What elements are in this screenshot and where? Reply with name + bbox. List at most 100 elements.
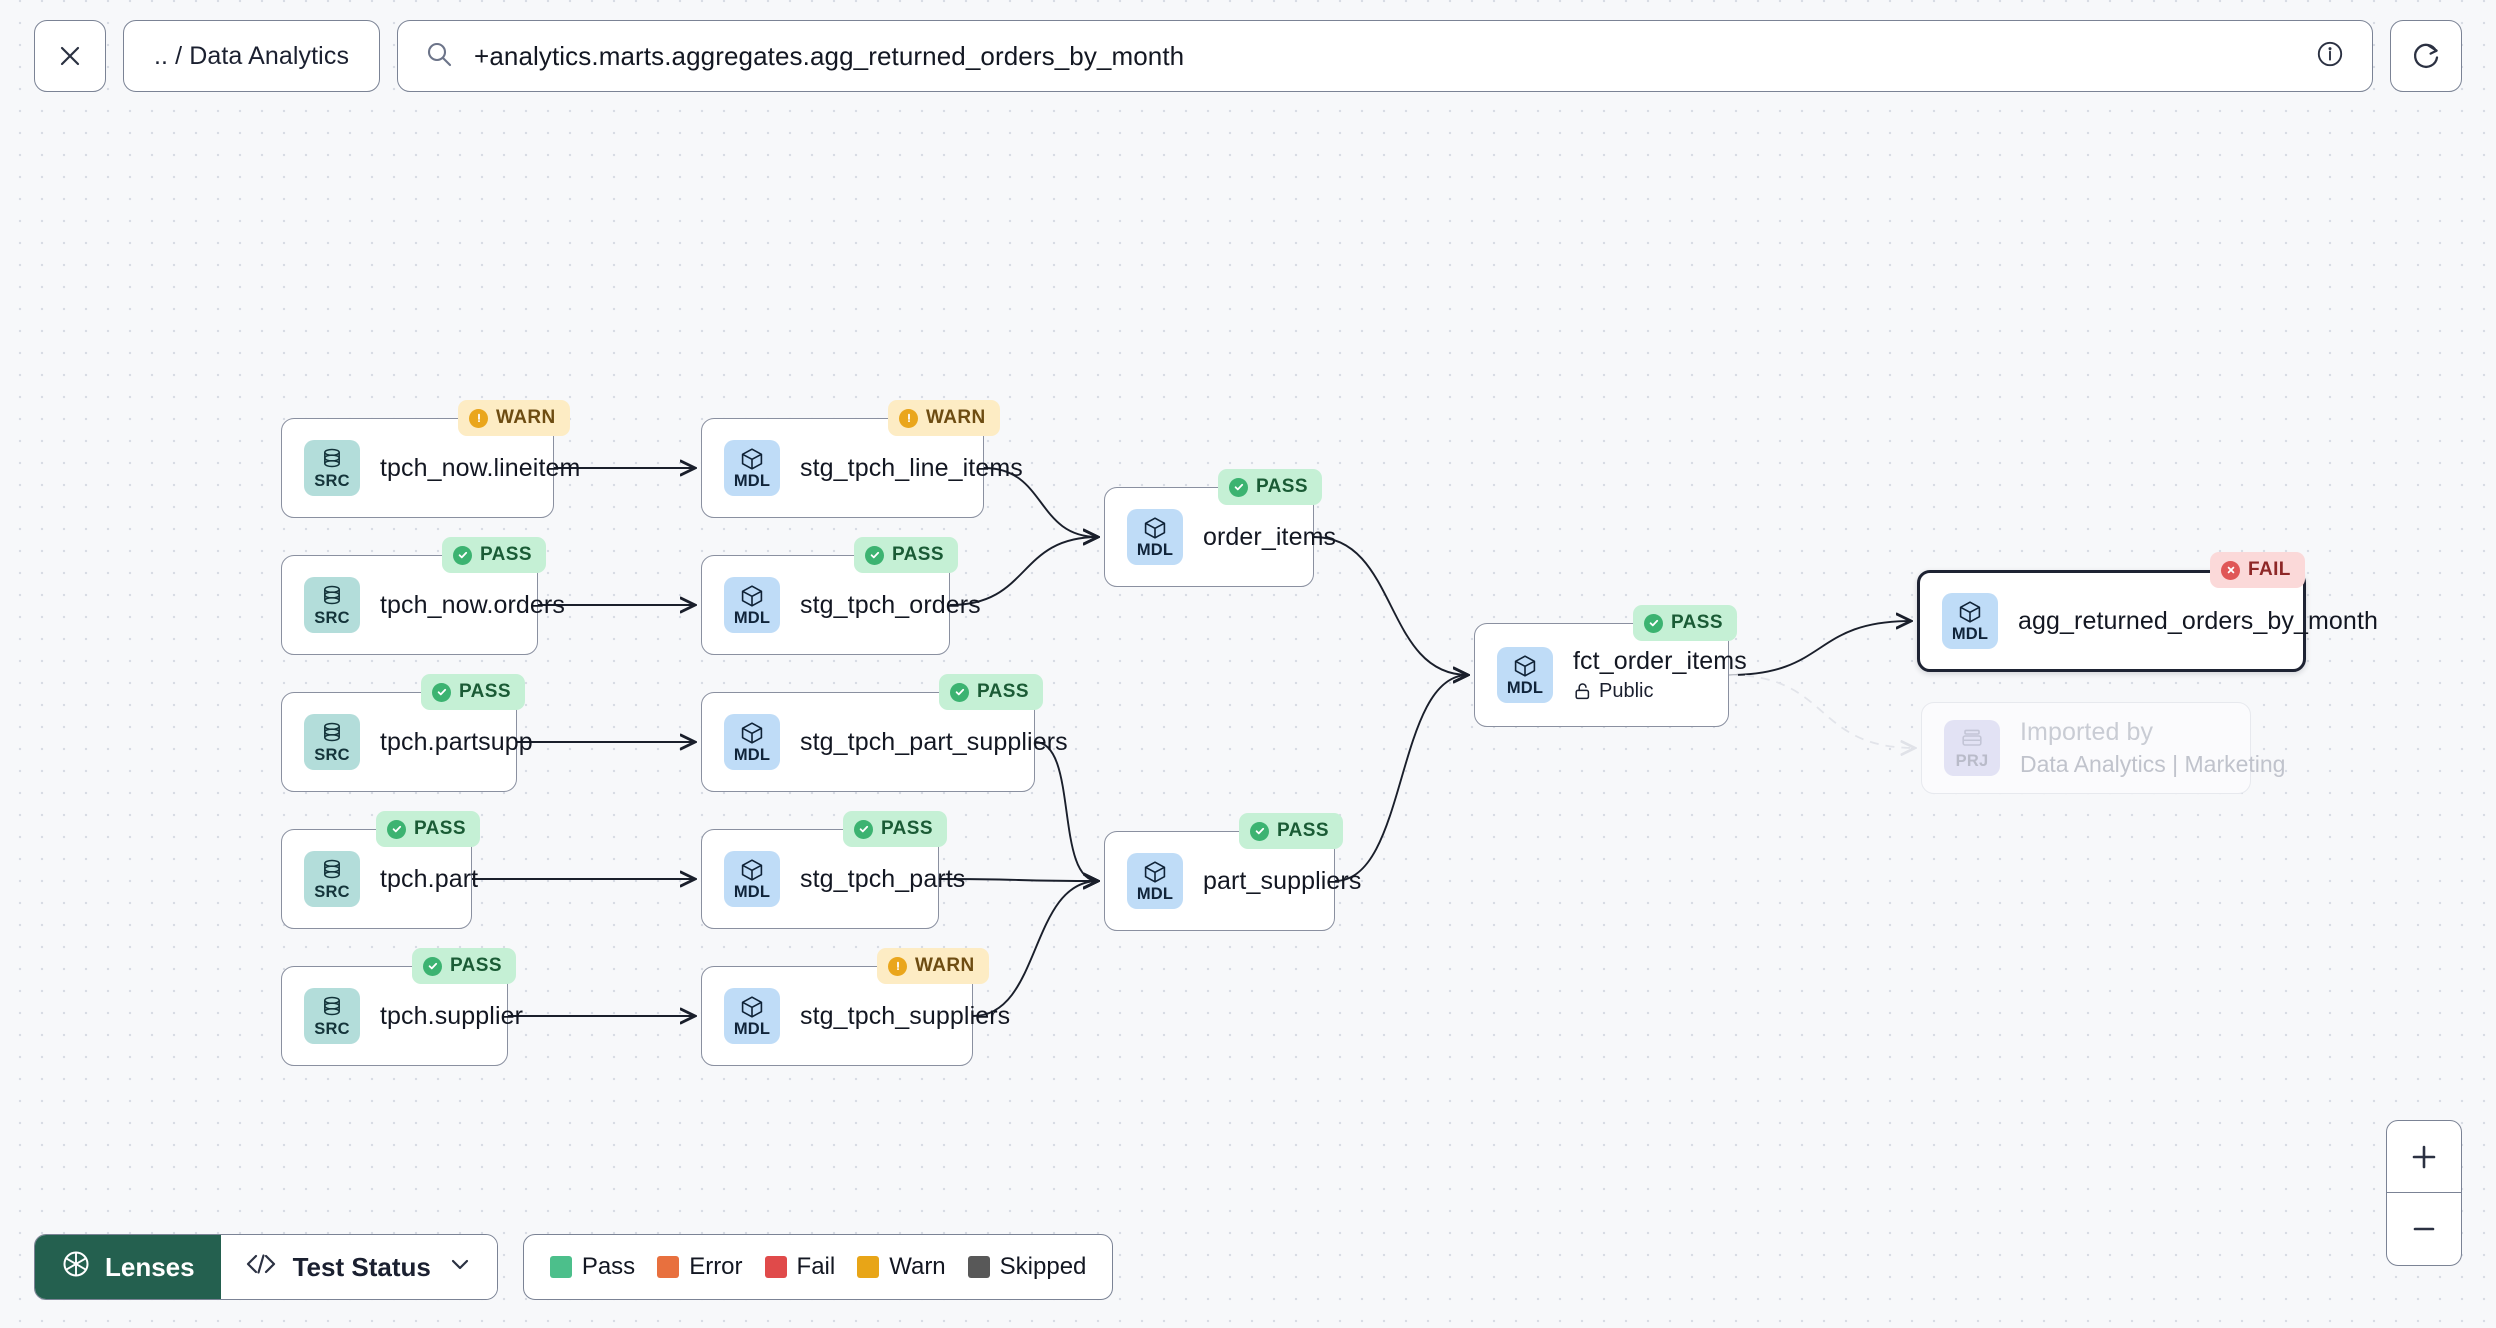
node-type-label: SRC [314,746,350,765]
zoom-out-button[interactable] [2387,1193,2461,1265]
node-text-block: stg_tpch_suppliers [800,1001,1011,1031]
project-icon [1962,729,1982,747]
node-type-label: SRC [314,883,350,902]
node-type-badge-src: SRC [304,577,360,633]
cube-icon [741,722,763,744]
node-subtitle-text: Data Analytics | Marketing [2020,751,2286,777]
graph-node-tpch_part[interactable]: SRC tpch.part [281,829,479,929]
status-badge-warn: WARN [877,948,989,984]
cube-icon [741,996,763,1018]
warn-exclaim-icon [888,956,907,976]
node-title: order_items [1203,522,1337,551]
node-title: Imported by [2020,718,2154,746]
breadcrumb[interactable]: .. / Data Analytics [123,20,381,92]
status-badge-pass: PASS [442,537,546,573]
plus-icon [2412,1145,2436,1168]
node-text-block: order_items [1203,522,1337,552]
node-type-badge-mdl: MDL [724,988,780,1044]
node-type-label: MDL [733,883,771,902]
node-type-label: SRC [314,1020,350,1039]
legend-label: Fail [796,1253,836,1280]
node-text-block: stg_tpch_orders [800,591,981,620]
legend-label: Error [689,1253,743,1280]
zoom-controls [2386,1120,2462,1266]
status-badge-label: WARN [926,407,986,428]
pass-check-icon [423,956,442,976]
node-type-badge-mdl: MDL [724,440,780,496]
legend-item-skipped[interactable]: Skipped [967,1253,1087,1281]
node-title: tpch.partsupp [380,727,533,756]
node-text-block: tpch_now.orders [380,591,565,620]
code-icon [245,1252,277,1283]
close-button[interactable] [34,20,106,92]
legend-swatch-warn [857,1256,880,1278]
node-type-label: MDL [733,1020,771,1039]
aperture-icon [61,1249,91,1286]
cube-icon [1144,517,1166,539]
node-type-label: SRC [314,609,350,628]
legend-swatch-pass [549,1256,572,1278]
pass-check-icon [854,819,873,839]
database-icon [324,860,340,879]
legend-item-pass[interactable]: Pass [549,1253,635,1281]
breadcrumb-label: .. / Data Analytics [154,41,350,70]
search-input[interactable]: +analytics.marts.aggregates.agg_returned… [397,20,2373,92]
node-title: fct_order_items [1573,647,1747,675]
node-title: stg_tpch_parts [800,864,966,893]
node-text-block: tpch.supplier [380,1002,523,1031]
status-badge-label: PASS [892,544,944,565]
node-type-label: MDL [733,746,771,765]
chevron-down-icon [447,1251,473,1284]
status-badge-pass: PASS [843,811,947,847]
search-icon [424,39,454,74]
node-subtitle: Public [1573,680,1728,703]
database-icon [324,449,340,468]
refresh-button[interactable] [2390,20,2462,92]
minus-icon [2413,1227,2435,1231]
node-type-label: SRC [314,472,350,491]
legend-item-warn[interactable]: Warn [857,1253,946,1281]
lenses-button[interactable]: Lenses [35,1235,221,1299]
legend-item-fail[interactable]: Fail [764,1253,836,1281]
node-title: stg_tpch_line_items [800,453,1023,482]
zoom-in-button[interactable] [2387,1121,2461,1193]
pass-check-icon [950,682,969,702]
node-type-badge-src: SRC [304,714,360,770]
status-badge-pass: PASS [1633,605,1737,641]
node-type-badge-mdl: MDL [724,714,780,770]
status-badge-pass: PASS [1218,469,1322,505]
info-icon[interactable] [2314,38,2346,75]
node-title: stg_tpch_part_suppliers [800,727,1068,756]
pass-check-icon [1250,821,1269,841]
status-badge-label: PASS [450,955,502,976]
status-badge-pass: PASS [939,674,1043,710]
node-title: stg_tpch_suppliers [800,1001,1011,1030]
status-badge-pass: PASS [376,811,480,847]
cube-icon [741,448,763,470]
node-title: tpch.part [380,864,479,893]
status-badge-label: WARN [915,955,975,976]
status-badge-label: PASS [459,681,511,702]
node-text-block: part_suppliers [1203,867,1361,896]
legend-item-error[interactable]: Error [657,1253,743,1281]
node-type-badge-mdl: MDL [1942,593,1998,649]
node-text-block: stg_tpch_line_items [800,453,1023,483]
legend-label: Warn [889,1253,946,1280]
node-type-label: MDL [733,472,771,491]
test-status-dropdown[interactable]: Test Status [220,1235,497,1299]
test-status-label: Test Status [292,1251,431,1282]
status-badge-pass: PASS [1239,813,1343,849]
node-type-label: MDL [733,609,771,628]
cube-icon [1144,861,1166,883]
status-badge-label: PASS [414,818,466,839]
database-icon [324,997,340,1016]
pass-check-icon [1229,477,1248,497]
cube-icon [1959,601,1981,623]
node-type-badge-src: SRC [304,851,360,907]
legend-label: Skipped [999,1253,1087,1280]
node-type-badge-src: SRC [304,440,360,496]
